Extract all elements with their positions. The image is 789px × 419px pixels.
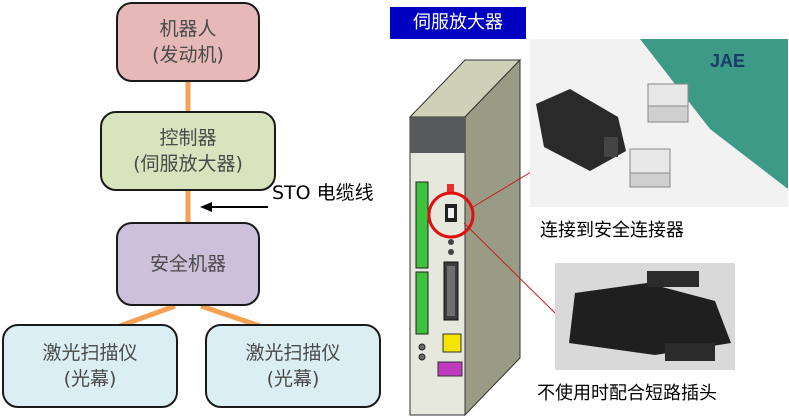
short-plug-photo-art bbox=[569, 271, 731, 361]
node-robot-line1: 机器人 bbox=[159, 18, 217, 40]
red-indicator bbox=[447, 184, 454, 193]
short-plug-top bbox=[647, 271, 699, 287]
servo-front-top-panel bbox=[410, 117, 465, 153]
sto-cable-label: STO 电缆线 bbox=[272, 182, 374, 204]
node-controller-line2: (伺服放大器) bbox=[133, 153, 243, 175]
magenta-terminal-block bbox=[437, 361, 463, 377]
callout-line-bottom bbox=[463, 222, 559, 317]
white-connector-bottom bbox=[629, 148, 671, 174]
short-plug-photo bbox=[555, 263, 735, 370]
link-safety-scanner-left bbox=[119, 303, 176, 329]
black-plug bbox=[536, 89, 626, 171]
link-safety-scanner-right bbox=[200, 303, 261, 329]
db-connector-inner bbox=[447, 266, 455, 316]
short-plug-caption: 不使用时配合短路插头 bbox=[537, 383, 717, 404]
short-plug-bottom bbox=[665, 343, 715, 361]
node-safety: 安全机器 bbox=[116, 222, 260, 306]
sto-port-socket bbox=[448, 208, 454, 218]
connector-caption: 连接到安全连接器 bbox=[540, 220, 684, 241]
small-knob-2 bbox=[448, 249, 454, 255]
sto-arrowhead bbox=[200, 202, 212, 212]
black-plug-face bbox=[604, 137, 618, 157]
terminal-screw-1 bbox=[418, 343, 426, 351]
node-scanner-right-line2: (光幕) bbox=[266, 368, 320, 390]
node-controller-line1: 控制器 bbox=[159, 127, 217, 149]
small-knob-1 bbox=[448, 239, 454, 245]
node-scanner-left: 激光扫描仪 (光幕) bbox=[2, 324, 178, 408]
node-robot-line2: (发动机) bbox=[152, 44, 224, 66]
green-led-strip-upper bbox=[415, 181, 429, 269]
terminal-screw-2 bbox=[418, 353, 426, 361]
node-scanner-left-line1: 激光扫描仪 bbox=[42, 342, 138, 364]
node-controller: 控制器 (伺服放大器) bbox=[100, 111, 276, 191]
white-connector-top bbox=[647, 83, 689, 107]
white-connector-bottom-body bbox=[629, 172, 671, 188]
highlight-circle bbox=[427, 191, 475, 239]
green-pcb bbox=[640, 39, 788, 189]
short-plug-body bbox=[569, 283, 731, 355]
jae-logo: JAE bbox=[710, 51, 745, 71]
node-scanner-right: 激光扫描仪 (光幕) bbox=[205, 324, 381, 408]
servo-title: 伺服放大器 bbox=[390, 7, 526, 39]
yellow-terminal-block bbox=[442, 333, 462, 353]
node-robot: 机器人 (发动机) bbox=[116, 2, 260, 82]
callout-line-top bbox=[472, 171, 532, 208]
servo-amplifier-illustration bbox=[408, 58, 522, 416]
white-connector-top-body bbox=[647, 105, 689, 123]
connector-photo-art: JAE bbox=[536, 39, 788, 189]
connector-photo: JAE bbox=[530, 39, 788, 207]
node-scanner-right-line1: 激光扫描仪 bbox=[245, 342, 341, 364]
green-led-strip-lower bbox=[415, 271, 429, 335]
node-scanner-left-line2: (光幕) bbox=[63, 368, 117, 390]
node-safety-line1: 安全机器 bbox=[149, 253, 226, 275]
